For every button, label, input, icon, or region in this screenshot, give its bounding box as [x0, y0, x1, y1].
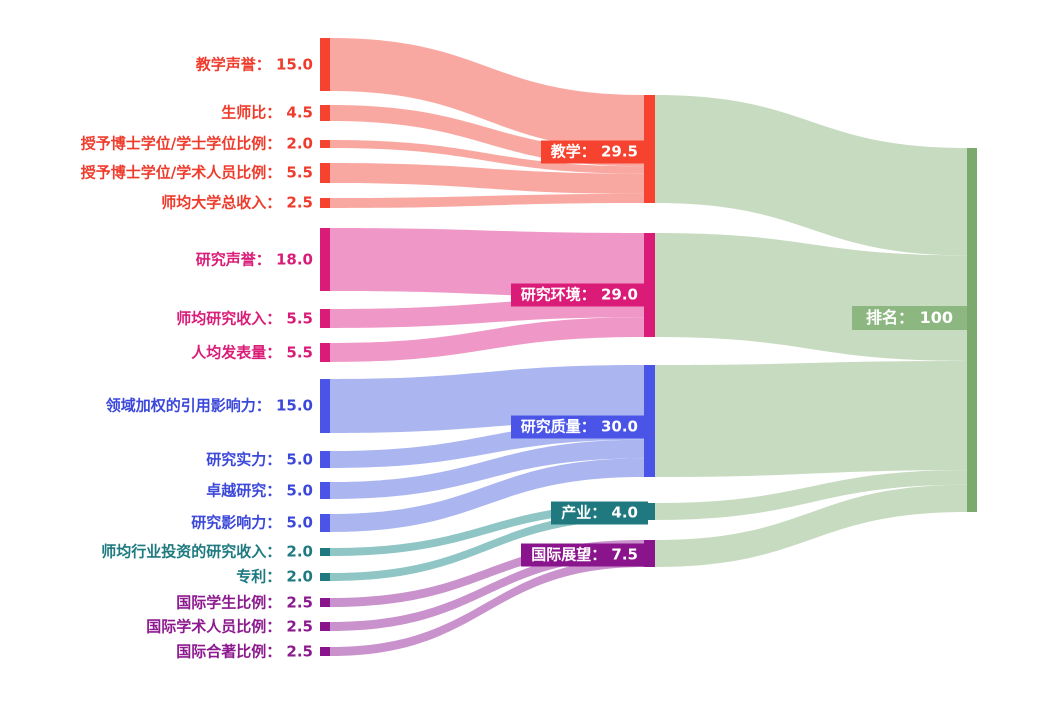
node-t1: [320, 38, 330, 91]
flow-i2-industry: [330, 511, 644, 581]
flow-r1-research_env: [330, 228, 644, 298]
flow-t3-teaching: [330, 140, 644, 174]
node-teaching: [644, 95, 655, 203]
node-q3: [320, 482, 330, 499]
node-research_quality: [644, 365, 655, 477]
flow-i1-industry: [330, 503, 644, 556]
node-q4: [320, 514, 330, 532]
flow-n2-international: [330, 549, 644, 631]
node-t4: [320, 163, 330, 183]
node-rank: [967, 148, 977, 512]
node-t2: [320, 105, 330, 121]
node-n3: [320, 647, 330, 656]
flow-t1-teaching: [330, 38, 644, 150]
node-t3: [320, 140, 330, 148]
flow-q3-research_quality: [330, 439, 644, 499]
node-q1: [320, 379, 330, 433]
flow-n1-international: [330, 540, 644, 607]
flow-t4-teaching: [330, 163, 644, 194]
flow-teaching-rank: [655, 95, 967, 256]
node-i2: [320, 573, 330, 581]
flow-industry-rank: [655, 470, 967, 520]
flow-q4-research_quality: [330, 458, 644, 532]
node-q2: [320, 451, 330, 468]
flow-n3-international: [330, 558, 644, 656]
node-t5: [320, 198, 330, 208]
node-r2: [320, 309, 330, 328]
node-international: [644, 540, 655, 567]
node-r1: [320, 228, 330, 291]
node-i1: [320, 548, 330, 556]
node-r3: [320, 343, 330, 362]
node-research_env: [644, 233, 655, 337]
flow-international-rank: [655, 484, 967, 567]
flow-t5-teaching: [330, 193, 644, 208]
flow-r3-research_env: [330, 317, 644, 362]
node-n1: [320, 598, 330, 607]
node-n2: [320, 622, 330, 631]
flow-research_quality-rank: [655, 360, 967, 477]
node-industry: [644, 503, 655, 520]
